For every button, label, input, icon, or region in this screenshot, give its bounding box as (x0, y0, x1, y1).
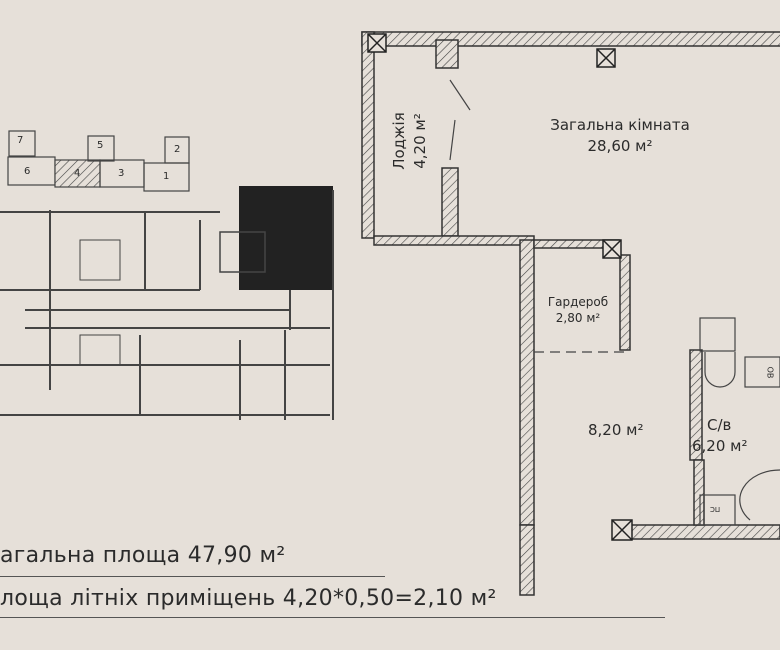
key-section-3: 3 (118, 168, 125, 179)
key-section-4: 4 (74, 168, 81, 179)
total-area-underline (0, 576, 385, 577)
summer-area-underline (0, 617, 665, 618)
key-section-5: 5 (97, 140, 104, 151)
room-bathroom-name: С/в (707, 416, 732, 434)
key-section-2: 2 (174, 144, 181, 155)
highlighted-apartment (239, 186, 333, 290)
total-area-text: агальна площа 47,90 м² (0, 543, 286, 568)
boiler-label: ОВ (765, 366, 775, 379)
washer-label: ПС (710, 505, 721, 513)
building-plan (0, 186, 334, 420)
room-wardrobe-area: 2,80 м² (555, 311, 601, 325)
key-section-1: 1 (163, 171, 170, 182)
fixtures (449, 79, 780, 526)
room-loggia-area: 4,20 м² (411, 113, 429, 169)
room-wardrobe-name: Гардероб (547, 295, 609, 309)
column-markers (367, 33, 633, 541)
room-living-name: Загальна кімната (550, 116, 690, 134)
room-living: Загальна кімната 28,60 м² (530, 115, 710, 157)
room-bathroom-area: 6,20 м² (692, 437, 748, 455)
room-hall-area: 8,20 м² (588, 421, 644, 439)
key-section-7: 7 (17, 135, 24, 146)
key-plan (7, 130, 190, 192)
room-loggia: Лоджія 4,20 м² (389, 91, 431, 191)
room-bathroom: С/в 6,20 м² (692, 415, 780, 457)
key-section-6: 6 (24, 166, 31, 177)
summer-area-text: лоща літніх приміщень 4,20*0,50=2,10 м² (0, 586, 497, 611)
room-living-area: 28,60 м² (587, 137, 653, 155)
apartment-walls (361, 31, 780, 596)
room-wardrobe: Гардероб 2,80 м² (538, 294, 618, 326)
room-loggia-name: Лоджія (390, 112, 408, 170)
